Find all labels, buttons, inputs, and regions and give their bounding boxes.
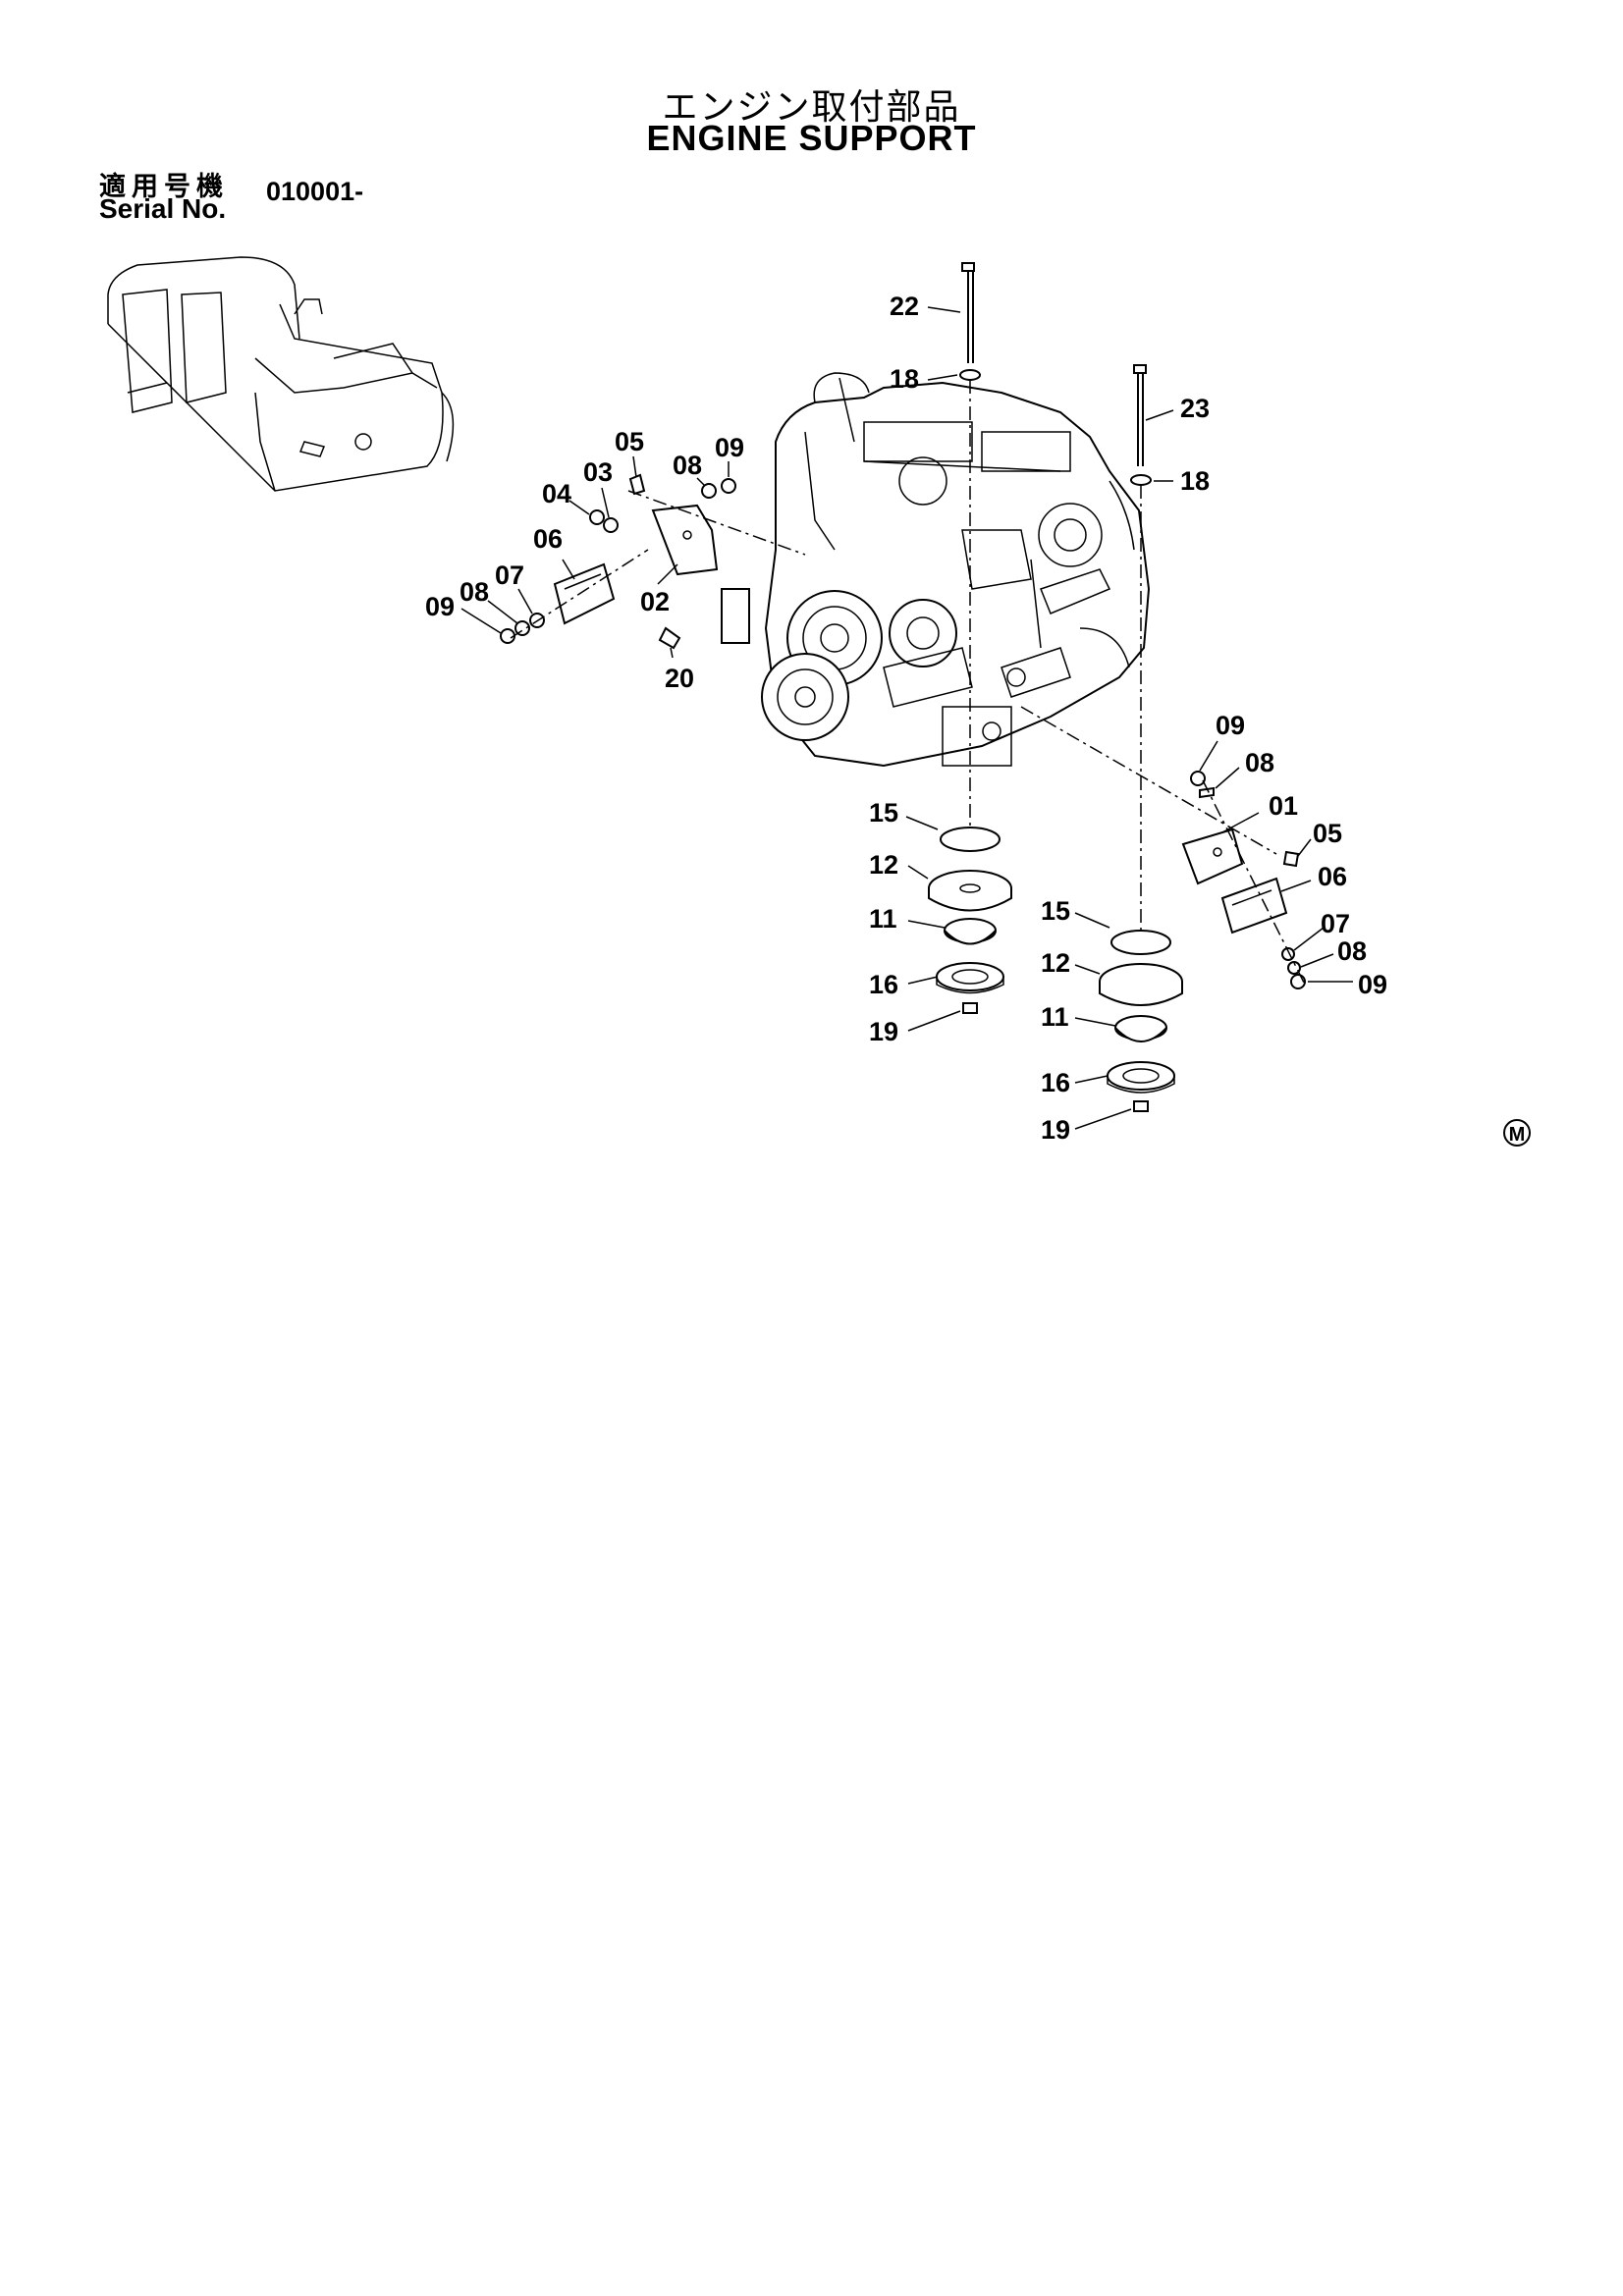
callout-08: 08: [1337, 936, 1367, 966]
leader-lines: [460, 306, 1353, 1130]
nut-09-right-top: [1190, 771, 1206, 786]
callout-20: 20: [665, 664, 694, 693]
callout-12: 12: [869, 850, 898, 880]
callout-15: 15: [1041, 896, 1070, 926]
page-title: ENGINE SUPPORT: [646, 118, 977, 158]
rubber-mount-06-left: [553, 562, 616, 625]
callout-06: 06: [533, 524, 563, 554]
callout-16: 16: [1041, 1068, 1070, 1097]
callout-02: 02: [640, 587, 670, 616]
washer-18-right: [1130, 474, 1152, 486]
callout-09: 09: [1216, 711, 1245, 740]
bracket-01: [1181, 828, 1244, 885]
callout-12: 12: [1041, 948, 1070, 978]
callout-01: 01: [1269, 791, 1298, 821]
serial-label-japanese: 適用号機: [99, 172, 229, 202]
excavator-icon: [107, 256, 455, 492]
corner-mark-letter: M: [1509, 1124, 1526, 1146]
nut-09-left-top: [721, 478, 736, 494]
serial-value: 010001-: [266, 177, 364, 206]
nut-04: [589, 509, 605, 525]
bracket-left-engine: [721, 588, 750, 644]
bolt-22: [961, 262, 975, 363]
callout-11: 11: [869, 904, 897, 934]
callout-11: 11: [1041, 1002, 1069, 1032]
callout-22: 22: [890, 292, 919, 321]
callout-05: 05: [1313, 819, 1342, 848]
callout-05: 05: [615, 427, 644, 456]
callout-08: 08: [673, 451, 702, 480]
callout-03: 03: [583, 457, 613, 487]
callout-09: 09: [425, 592, 455, 621]
page-title-japanese: エンジン取付部品: [662, 87, 961, 128]
callout-19: 19: [869, 1017, 898, 1046]
washer-18-left: [959, 369, 981, 381]
callout-19: 19: [1041, 1115, 1070, 1145]
rubber-mount-06-right: [1220, 877, 1288, 934]
callout-08: 08: [1245, 748, 1274, 777]
washer-08-right: [1287, 961, 1301, 975]
callout-18: 18: [890, 364, 919, 394]
callout-23: 23: [1180, 394, 1210, 423]
washer-08-left: [514, 620, 530, 636]
bolt-05-left: [628, 473, 646, 496]
engine-icon: [761, 372, 1151, 768]
washer-08-right-top: [1199, 786, 1215, 799]
callout-08: 08: [460, 577, 489, 607]
mount-stack-left: [928, 827, 1012, 1014]
callout-15: 15: [869, 798, 898, 828]
bolt-23: [1133, 364, 1147, 466]
callout-07: 07: [495, 561, 524, 590]
callout-18: 18: [1180, 466, 1210, 496]
callout-06: 06: [1318, 862, 1347, 891]
sensor-20: [658, 626, 681, 650]
washer-03: [603, 517, 619, 533]
callout-09: 09: [715, 433, 744, 462]
corner-mark: M: [1503, 1119, 1531, 1147]
bolt-05-right: [1282, 850, 1300, 868]
bracket-02: [651, 504, 719, 576]
callout-04: 04: [542, 479, 571, 508]
serial-label: Serial No.: [99, 193, 227, 224]
callout-16: 16: [869, 970, 898, 999]
callout-09: 09: [1358, 970, 1387, 999]
washer-08-left-top: [701, 483, 717, 499]
callout-07: 07: [1321, 909, 1350, 938]
mount-stack-right: [1099, 930, 1183, 1112]
